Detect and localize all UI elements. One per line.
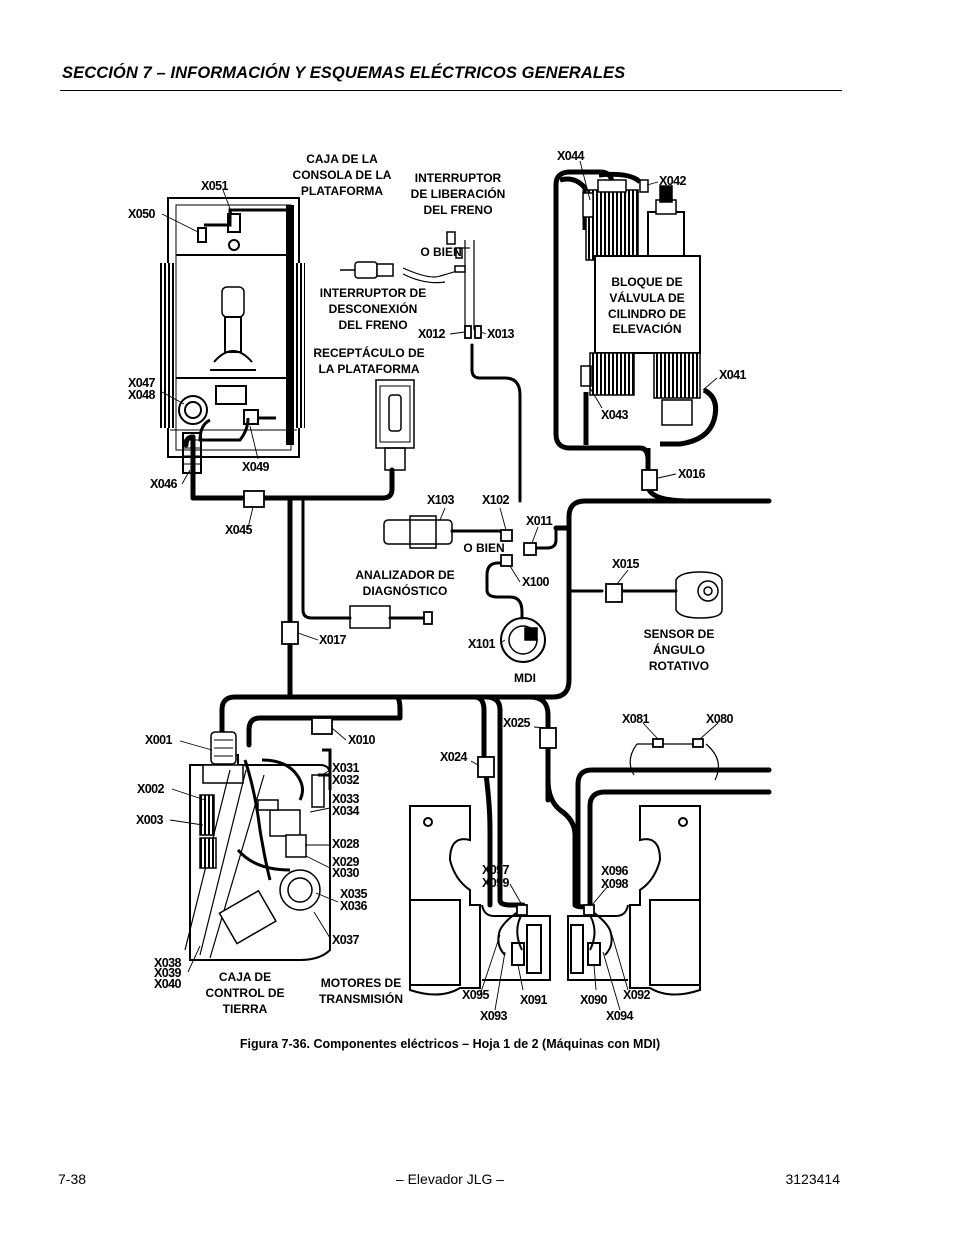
connector-label-x049: X049	[242, 460, 269, 474]
connector-label-x042: X042	[659, 174, 686, 188]
label-ground-control-3: TIERRA	[223, 1002, 268, 1016]
label-sensor-2: ÁNGULO	[653, 642, 705, 657]
connector-label-x001: X001	[145, 733, 172, 747]
label-console-box-2: CONSOLA DE LA	[293, 168, 392, 182]
label-valve-block-4: ELEVACIÓN	[612, 321, 681, 336]
connector-label-x031: X031	[332, 761, 359, 775]
ground-control-box	[184, 731, 332, 961]
document-number: 3123414	[785, 1171, 840, 1187]
connector-label-x098: X098	[601, 877, 628, 891]
label-drive-motors-2: TRANSMISIÓN	[319, 991, 403, 1006]
page-number: 7-38	[58, 1171, 87, 1187]
connector-label-x003: X003	[136, 813, 163, 827]
connector-label-x097: X097	[482, 863, 509, 877]
label-mdi: MDI	[514, 671, 536, 685]
label-drive-motors-1: MOTORES DE	[321, 976, 401, 990]
brake-switch-parts	[340, 231, 466, 471]
label-valve-block-2: VÁLVULA DE	[609, 290, 684, 305]
connector-label-x017: X017	[319, 633, 346, 647]
connector-label-x010: X010	[348, 733, 375, 747]
connector-label-x048: X048	[128, 388, 155, 402]
connector-label-x030: X030	[332, 866, 359, 880]
connector-label-x044: X044	[557, 149, 584, 163]
leader-lines	[161, 160, 719, 1011]
label-disconnect-switch-1: INTERRUPTOR DE	[320, 286, 426, 300]
connector-label-x040: X040	[154, 977, 181, 991]
header-rule	[60, 90, 842, 91]
connector-label-x011: X011	[526, 514, 553, 528]
connector-label-x029: X029	[332, 855, 359, 869]
connector-label-x041: X041	[719, 368, 746, 382]
connector-label-x091: X091	[520, 993, 547, 1007]
connector-label-x099: X099	[482, 876, 509, 890]
connector-label-x047: X047	[128, 376, 155, 390]
connector-label-x025: X025	[503, 716, 530, 730]
label-release-switch-2: DE LIBERACIÓN	[411, 186, 506, 201]
connector-label-x043: X043	[601, 408, 628, 422]
connector-label-x033: X033	[332, 792, 359, 806]
connector-blocks	[243, 325, 704, 916]
label-disconnect-switch-2: DESCONEXIÓN	[329, 301, 418, 316]
label-release-switch-1: INTERRUPTOR	[415, 171, 502, 185]
connector-label-x090: X090	[580, 993, 607, 1007]
connector-label-x096: X096	[601, 864, 628, 878]
main-harness	[183, 434, 772, 910]
label-release-switch-3: DEL FRENO	[423, 203, 492, 217]
connector-label-x045: X045	[225, 523, 252, 537]
connector-label-x013: X013	[487, 327, 514, 341]
connector-label-x035: X035	[340, 887, 367, 901]
connector-label-x032: X032	[332, 773, 359, 787]
label-analyzer-1: ANALIZADOR DE	[355, 568, 454, 582]
label-sensor-3: ROTATIVO	[649, 659, 709, 673]
connector-label-x046: X046	[150, 477, 177, 491]
connector-label-x002: X002	[137, 782, 164, 796]
connector-label-x080: X080	[706, 712, 733, 726]
figure-caption: Figura 7-36. Componentes eléctricos – Ho…	[239, 1037, 661, 1051]
label-or-2: O BIEN	[463, 541, 504, 555]
connector-label-x095: X095	[462, 988, 489, 1002]
label-analyzer-2: DIAGNÓSTICO	[363, 583, 448, 598]
label-sensor-1: SENSOR DE	[644, 627, 715, 641]
connector-label-x015: X015	[612, 557, 639, 571]
label-receptacle-1: RECEPTÁCULO DE	[313, 345, 424, 360]
section-title: SECCIÓN 7 – INFORMACIÓN Y ESQUEMAS ELÉCT…	[62, 64, 626, 82]
label-receptacle-2: LA PLATAFORMA	[318, 362, 419, 376]
connector-label-x081: X081	[622, 712, 649, 726]
connector-label-x038: X038	[154, 956, 181, 970]
label-console-box-1: CAJA DE LA	[306, 152, 378, 166]
connector-label-x102: X102	[482, 493, 509, 507]
diagnostic-parts	[349, 515, 723, 663]
connector-label-x024: X024	[440, 750, 467, 764]
label-console-box-3: PLATAFORMA	[301, 184, 384, 198]
drive-motors	[409, 805, 701, 996]
connector-label-x039: X039	[154, 966, 181, 980]
connector-label-x101: X101	[468, 637, 495, 651]
connector-label-x012: X012	[418, 327, 445, 341]
connector-label-x028: X028	[332, 837, 359, 851]
connector-label-x037: X037	[332, 933, 359, 947]
label-valve-block-1: BLOQUE DE	[611, 275, 682, 289]
footer-center-text: – Elevador JLG –	[395, 1171, 505, 1187]
connector-label-x093: X093	[480, 1009, 507, 1023]
connector-label-x092: X092	[623, 988, 650, 1002]
label-ground-control-1: CAJA DE	[219, 970, 271, 984]
label-or-1: O BIEN	[420, 245, 461, 259]
label-valve-block-3: CILINDRO DE	[608, 307, 686, 321]
connector-label-x036: X036	[340, 899, 367, 913]
lift-valve-block	[580, 179, 701, 426]
connector-label-x103: X103	[427, 493, 454, 507]
connector-label-x050: X050	[128, 207, 155, 221]
platform-console-box	[160, 197, 305, 474]
connector-label-x016: X016	[678, 467, 705, 481]
label-disconnect-switch-3: DEL FRENO	[338, 318, 407, 332]
connector-label-x094: X094	[606, 1009, 633, 1023]
connector-label-x100: X100	[522, 575, 549, 589]
connector-label-x034: X034	[332, 804, 359, 818]
label-ground-control-2: CONTROL DE	[205, 986, 284, 1000]
connector-label-x051: X051	[201, 179, 228, 193]
